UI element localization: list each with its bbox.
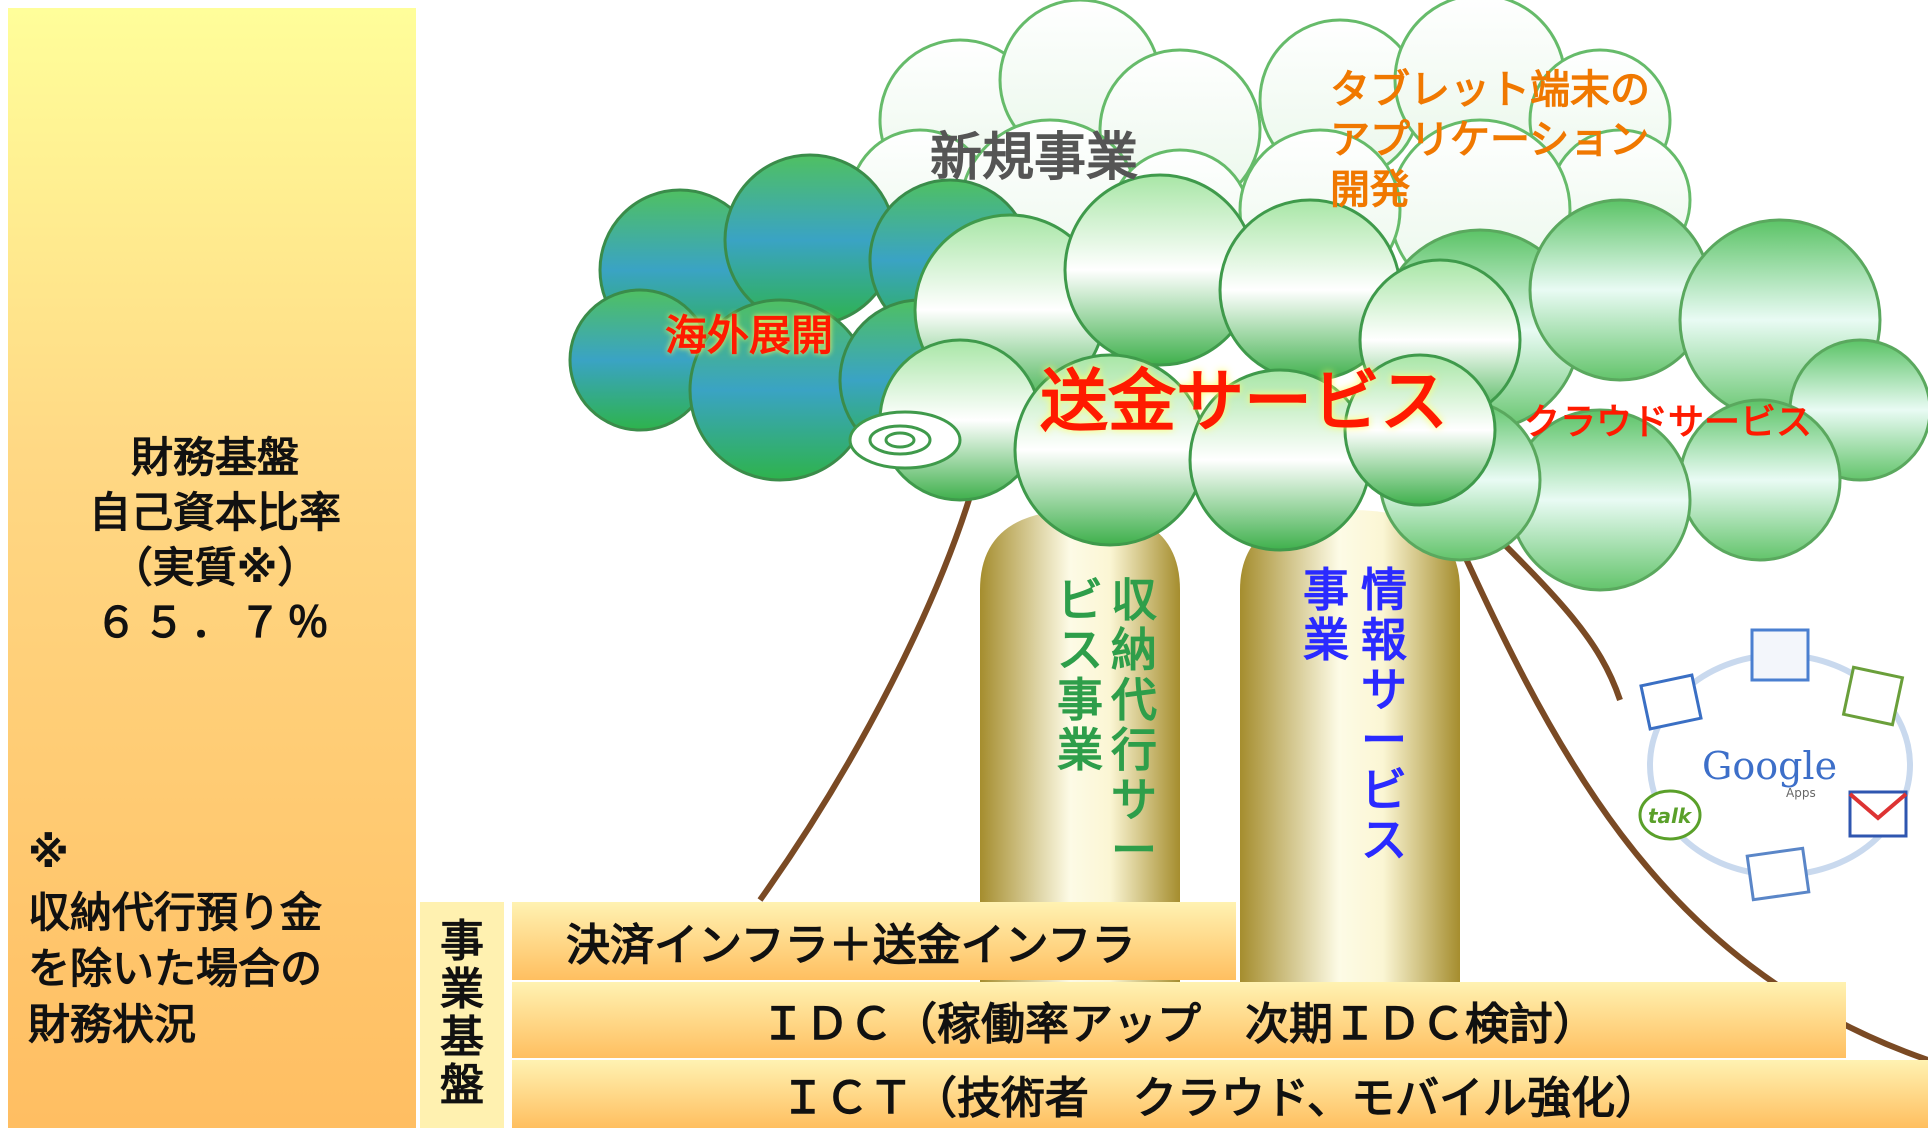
financial-title: 財務基盤 <box>130 433 299 482</box>
trunk-char: ー <box>1361 713 1407 767</box>
talk-icon <box>1638 789 1702 841</box>
equity-ratio-value: ６５．７％ <box>94 598 335 647</box>
sites-icon <box>1750 628 1810 682</box>
label-char: 基 <box>440 1012 484 1063</box>
trunk-char: ー <box>1111 823 1157 877</box>
trunk-char: 代 <box>1111 673 1157 727</box>
trunk-char: サ <box>1361 663 1407 717</box>
label-char: 盤 <box>440 1060 484 1111</box>
footnote-line: を除いた場合の <box>28 944 323 993</box>
trunk-char: 収 <box>1111 573 1157 627</box>
idc-bar: ＩＤＣ（稼働率アップ 次期ＩＤＣ検討） <box>512 982 1846 1058</box>
talk-label: talk <box>1648 804 1692 828</box>
cloud-service-label: クラウドサービス <box>1524 402 1813 443</box>
ict-text: ＩＣＴ（技術者 クラウド、モバイル強化） <box>780 1073 1660 1124</box>
google-logo: Google <box>1702 744 1838 788</box>
trunk-char: 業 <box>1057 723 1103 777</box>
footnote-mark: ※ <box>28 828 69 877</box>
information-service-col2: 事 業 <box>1302 565 1350 665</box>
financial-panel <box>8 8 416 1128</box>
trunk-char: 行 <box>1111 723 1157 777</box>
collection-service-col1: 収 納 代 行 サ ー <box>1110 575 1158 875</box>
footnote-line: 収納代行預り金 <box>28 888 323 937</box>
trunk-char: 事 <box>1057 673 1103 727</box>
equity-ratio-label: 自己資本比率 <box>88 488 341 537</box>
gmail-icon <box>1848 790 1908 838</box>
swirl-decoration <box>848 410 962 470</box>
new-business-label: 新規事業 <box>930 128 1139 188</box>
tablet-label-line: アプリケーション <box>1330 117 1650 163</box>
equity-ratio-qualifier: （実質※） <box>110 543 320 592</box>
ict-bar: ＩＣＴ（技術者 クラウド、モバイル強化） <box>512 1060 1928 1128</box>
trunk-char: ス <box>1057 623 1103 677</box>
trunk-char: 業 <box>1303 613 1349 667</box>
idc-text: ＩＤＣ（稼働率アップ 次期ＩＤＣ検討） <box>761 999 1597 1050</box>
label-char: 事 <box>440 916 484 967</box>
collection-trunk <box>980 510 1180 1000</box>
trunk-char: 事 <box>1303 563 1349 617</box>
footnote-text: 収納代行預り金 を除いた場合の 財務状況 <box>28 885 388 1053</box>
google-apps-sub: Apps <box>1786 786 1816 800</box>
trunk-char: 報 <box>1361 613 1407 667</box>
tablet-label-line: タブレット端末の <box>1330 67 1650 113</box>
business-foundation-label-box <box>420 902 504 1128</box>
page-icon <box>1745 846 1811 902</box>
trunk-char: 情 <box>1361 563 1407 617</box>
collection-service-col2: ビ ス 事 業 <box>1056 575 1104 775</box>
trunk-char: サ <box>1111 773 1157 827</box>
tablet-app-label: タブレット端末の アプリケーション 開発 <box>1330 65 1650 215</box>
payment-infra-text: 決済インフラ＋送金インフラ <box>566 920 1136 971</box>
payment-infra-bar: 決済インフラ＋送金インフラ <box>512 902 1236 980</box>
calendar-icon <box>1639 673 1703 731</box>
financial-summary: 財務基盤 自己資本比率 （実質※） ６５．７％ <box>40 430 390 650</box>
label-char: 業 <box>440 964 484 1015</box>
docs-icon <box>1841 665 1905 727</box>
information-trunk <box>1240 510 1460 1000</box>
google-apps-graphic <box>1638 628 1913 902</box>
tablet-label-line: 開発 <box>1330 167 1410 213</box>
trunk-char: ビ <box>1361 763 1407 817</box>
trunk-char: ス <box>1361 813 1407 867</box>
information-service-col1: 情 報 サ ー ビ ス <box>1360 565 1408 865</box>
remittance-label: 送金サービス <box>1040 363 1449 442</box>
trunk-char: ビ <box>1057 573 1103 627</box>
overseas-label: 海外展開 <box>665 311 834 360</box>
trunk-char: 納 <box>1111 623 1157 677</box>
footnote-line: 財務状況 <box>28 1000 197 1049</box>
business-foundation-label: 事 業 基 盤 <box>440 918 484 1110</box>
